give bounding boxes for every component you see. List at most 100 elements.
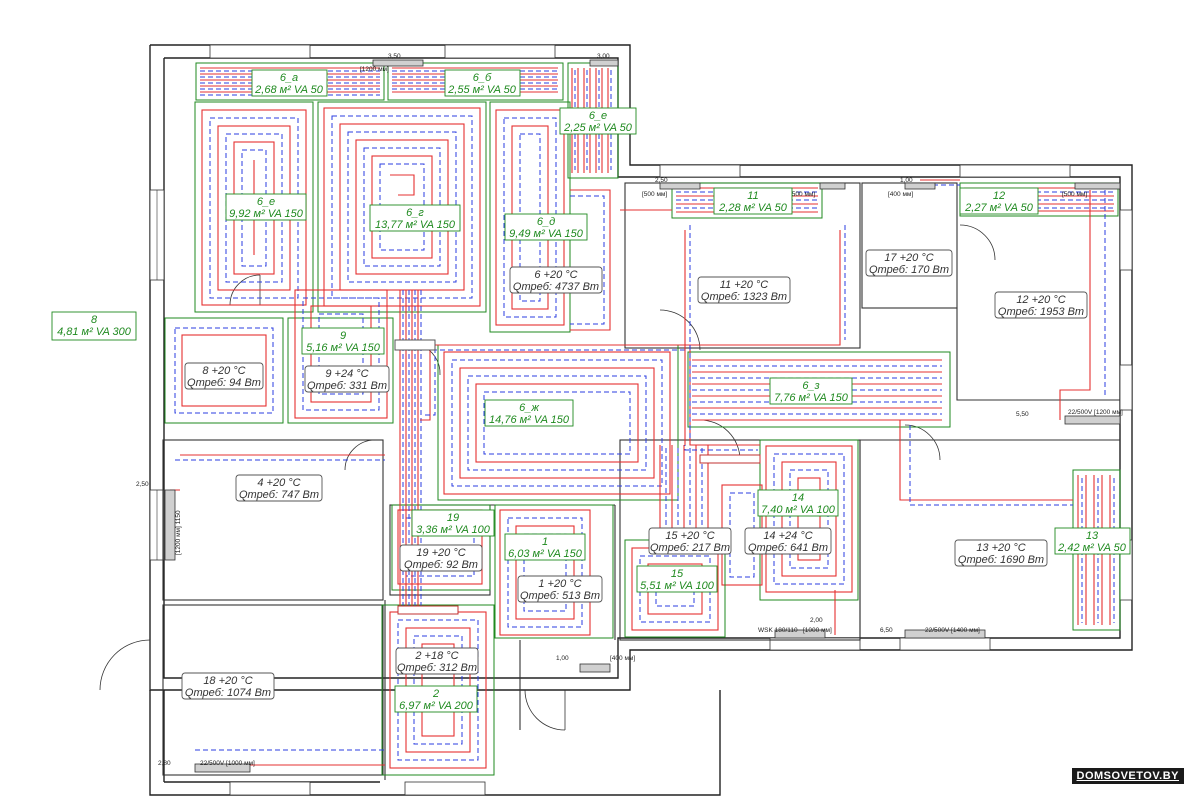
svg-text:Qтреб: 1323 Вт: Qтреб: 1323 Вт xyxy=(701,291,787,303)
zone-tag-13: 13 2,42 м² VA 50 xyxy=(1054,527,1131,555)
svg-text:2,28 м² VA 50: 2,28 м² VA 50 xyxy=(718,202,788,214)
zone-tag-6e: 6_е 9,92 м² VA 150 xyxy=(225,193,307,221)
dim-280: 2,80 xyxy=(158,760,171,767)
zone-tag-6d: 6_д 9,49 м² VA 150 xyxy=(504,213,588,241)
svg-text:6,03 м² VA 150: 6,03 м² VA 150 xyxy=(508,548,583,560)
svg-text:11: 11 xyxy=(747,190,758,202)
zone-tag-15: 15 5,51 м² VA 100 xyxy=(636,565,718,593)
dim-200: 2,00 xyxy=(810,617,823,624)
room-tag-1: 1 +20 °C Qтреб: 513 Вт xyxy=(517,575,603,603)
svg-text:11 +20 °C: 11 +20 °C xyxy=(720,279,769,291)
svg-text:19: 19 xyxy=(447,512,459,524)
svg-text:7,40 м² VA 100: 7,40 м² VA 100 xyxy=(761,504,836,516)
svg-text:15 +20 °C: 15 +20 °C xyxy=(665,530,714,542)
rad-500b: [500 мм] xyxy=(790,191,815,198)
doors xyxy=(99,224,996,731)
svg-text:6_е: 6_е xyxy=(589,110,607,122)
svg-text:2,55 м² VA 50: 2,55 м² VA 50 xyxy=(447,84,517,96)
zone-tag-19: 19 3,36 м² VA 100 xyxy=(411,509,495,537)
svg-text:6_а: 6_а xyxy=(280,72,298,84)
svg-text:4,81 м² VA 300: 4,81 м² VA 300 xyxy=(57,326,132,338)
room-tag-4: 4 +20 °C Qтреб: 747 Вт xyxy=(235,474,323,502)
svg-text:1 +20 °C: 1 +20 °C xyxy=(538,578,581,590)
svg-text:6_ж: 6_ж xyxy=(519,402,539,414)
svg-text:6_д: 6_д xyxy=(537,216,555,228)
rad-1400: 22/500V [1400 мм] xyxy=(925,627,980,634)
zone-tags: 6_а 2,68 м² VA 50 6_б 2,55 м² VA 50 6_е … xyxy=(51,69,1131,713)
svg-text:2,27 м² VA 50: 2,27 м² VA 50 xyxy=(964,202,1034,214)
svg-text:2,68 м² VA 50: 2,68 м² VA 50 xyxy=(254,84,324,96)
svg-text:5,16 м² VA 150: 5,16 м² VA 150 xyxy=(306,342,381,354)
svg-text:8: 8 xyxy=(91,314,98,326)
svg-text:2,42 м² VA 50: 2,42 м² VA 50 xyxy=(1057,542,1127,554)
room-tag-8: 8 +20 °C Qтреб: 94 Вт xyxy=(184,362,264,390)
rad-400b: [400 мм] xyxy=(610,655,635,662)
svg-text:6_з: 6_з xyxy=(802,380,819,392)
svg-text:4 +20 °C: 4 +20 °C xyxy=(257,477,300,489)
room-tag-18: 18 +20 °C Qтреб: 1074 Вт xyxy=(181,672,275,700)
svg-text:Qтреб: 92 Вт: Qтреб: 92 Вт xyxy=(404,559,478,571)
zone-tag-12: 12 2,27 м² VA 50 xyxy=(959,187,1039,215)
svg-text:Qтреб: 1953 Вт: Qтреб: 1953 Вт xyxy=(998,306,1084,318)
svg-text:18 +20 °C: 18 +20 °C xyxy=(203,675,252,687)
zone-tag-6a: 6_а 2,68 м² VA 50 xyxy=(251,69,328,97)
rad-500a: [500 мм] xyxy=(642,191,667,198)
dim-650: 6,50 xyxy=(880,627,893,634)
svg-text:13: 13 xyxy=(1086,530,1099,542)
dim-100: 1,00 xyxy=(900,177,913,184)
svg-text:Qтреб: 331 Вт: Qтреб: 331 Вт xyxy=(307,380,387,392)
svg-text:Qтреб: 513 Вт: Qтреб: 513 Вт xyxy=(520,590,600,602)
svg-text:9: 9 xyxy=(340,330,346,342)
svg-text:6_е: 6_е xyxy=(257,196,275,208)
zone-tag-6z: 6_з 7,76 м² VA 150 xyxy=(769,377,853,405)
svg-text:Qтреб: 217 Вт: Qтреб: 217 Вт xyxy=(650,542,730,554)
svg-text:15: 15 xyxy=(671,568,684,580)
zone-tag-2: 2 6,97 м² VA 200 xyxy=(394,685,478,713)
room-tag-6: 6 +20 °C Qтреб: 4737 Вт xyxy=(509,266,603,294)
outer-walls xyxy=(149,44,1133,796)
rad-500c: [500 мм] xyxy=(1062,191,1087,198)
zone-tag-9: 9 5,16 м² VA 150 xyxy=(301,327,385,355)
room-tag-14: 14 +24 °C Qтреб: 641 Вт xyxy=(744,527,832,555)
room-tags: 6 +20 °C Qтреб: 4737 Вт 11 +20 °C Qтреб:… xyxy=(181,249,1088,700)
svg-text:2 +18 °C: 2 +18 °C xyxy=(414,650,458,662)
svg-text:6_б: 6_б xyxy=(473,72,492,84)
zone-tag-14: 14 7,40 м² VA 100 xyxy=(757,489,839,517)
manifolds xyxy=(394,339,761,615)
room-tag-11: 11 +20 °C Qтреб: 1323 Вт xyxy=(697,276,791,304)
dim-550: 5,50 xyxy=(1016,411,1029,418)
rad-1000: 22/500V [1000 мм] xyxy=(200,760,255,767)
svg-text:9 +24 °C: 9 +24 °C xyxy=(325,368,368,380)
svg-text:8 +20 °C: 8 +20 °C xyxy=(202,365,245,377)
room-tag-9: 9 +24 °C Qтреб: 331 Вт xyxy=(304,365,390,393)
rad-400: [400 мм] xyxy=(888,191,913,198)
svg-text:19 +20 °C: 19 +20 °C xyxy=(416,547,465,559)
zone-tag-6b: 6_б 2,55 м² VA 50 xyxy=(444,69,521,97)
room-tag-2: 2 +18 °C Qтреб: 312 Вт xyxy=(395,647,479,675)
svg-text:2: 2 xyxy=(432,688,439,700)
svg-text:Qтреб: 170 Вт: Qтреб: 170 Вт xyxy=(869,264,949,276)
svg-text:Qтреб: 747 Вт: Qтреб: 747 Вт xyxy=(239,489,319,501)
svg-text:2,25 м² VA 50: 2,25 м² VA 50 xyxy=(563,122,633,134)
svg-text:6,97 м² VA 200: 6,97 м² VA 200 xyxy=(399,700,474,712)
dim-300: 3,00 xyxy=(597,53,610,60)
svg-text:Qтреб: 312 Вт: Qтреб: 312 Вт xyxy=(397,662,477,674)
svg-text:14: 14 xyxy=(792,492,804,504)
rad-top: [1200 мм] xyxy=(360,66,389,73)
annotations: 3,50 3,00 2,50 1,00 5,50 2,50 2,00 6,50 … xyxy=(136,53,1123,767)
room-tag-19: 19 +20 °C Qтреб: 92 Вт xyxy=(399,544,483,572)
dim-250a: 2,50 xyxy=(655,177,668,184)
svg-text:7,76 м² VA 150: 7,76 м² VA 150 xyxy=(774,392,849,404)
svg-text:9,92 м² VA 150: 9,92 м² VA 150 xyxy=(229,208,304,220)
site-watermark: DOMSOVETOV.BY xyxy=(1071,768,1184,784)
zone-tag-6zh: 6_ж 14,76 м² VA 150 xyxy=(484,399,574,427)
room-tag-13: 13 +20 °C Qтреб: 1690 Вт xyxy=(954,539,1048,567)
zone-tag-11: 11 2,28 м² VA 50 xyxy=(713,187,793,215)
svg-text:6 +20 °C: 6 +20 °C xyxy=(534,269,577,281)
svg-text:Qтреб: 4737 Вт: Qтреб: 4737 Вт xyxy=(513,281,599,293)
svg-text:5,51 м² VA 100: 5,51 м² VA 100 xyxy=(640,580,715,592)
svg-text:14,76 м² VA 150: 14,76 м² VA 150 xyxy=(489,414,570,426)
room-tag-15: 15 +20 °C Qтреб: 217 Вт xyxy=(648,527,732,555)
svg-text:14 +24 °C: 14 +24 °C xyxy=(763,530,812,542)
